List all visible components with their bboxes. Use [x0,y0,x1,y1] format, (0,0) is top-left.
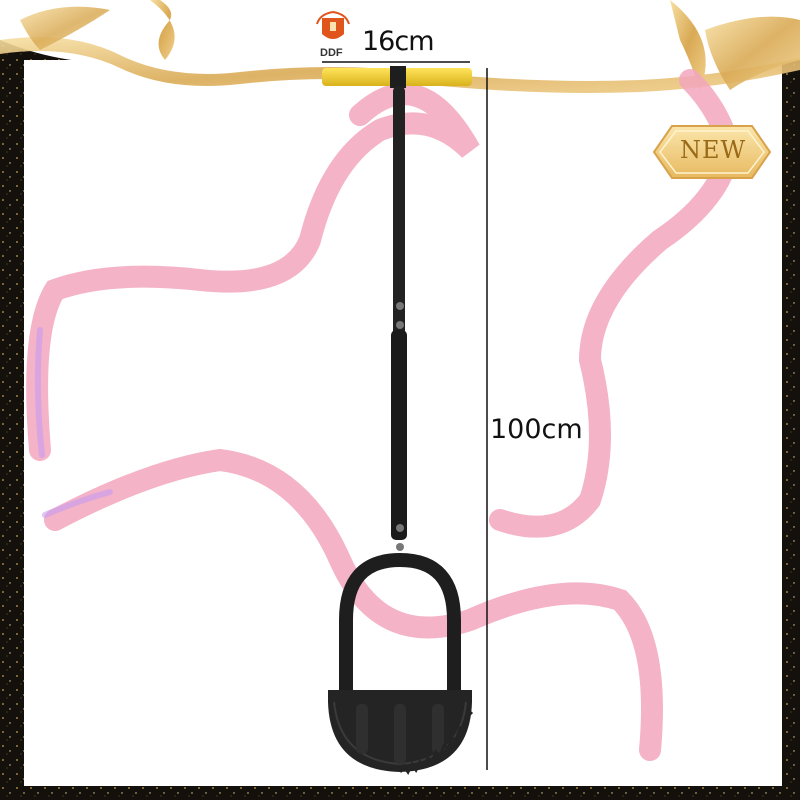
gold-ribbon [0,0,800,93]
bulb-planter-tool [322,66,474,775]
new-badge [652,125,772,179]
width-dimension-label: 16cm [362,26,435,57]
lower-shaft [391,330,407,540]
new-badge-label: NEW [680,136,747,164]
height-dimension-label: 100cm [490,414,583,445]
brand-text: DDF [320,47,343,59]
top-white-area [0,0,800,79]
shield-logo-icon [316,10,350,39]
dimension-lines [322,61,488,770]
upper-shaft [393,86,405,336]
